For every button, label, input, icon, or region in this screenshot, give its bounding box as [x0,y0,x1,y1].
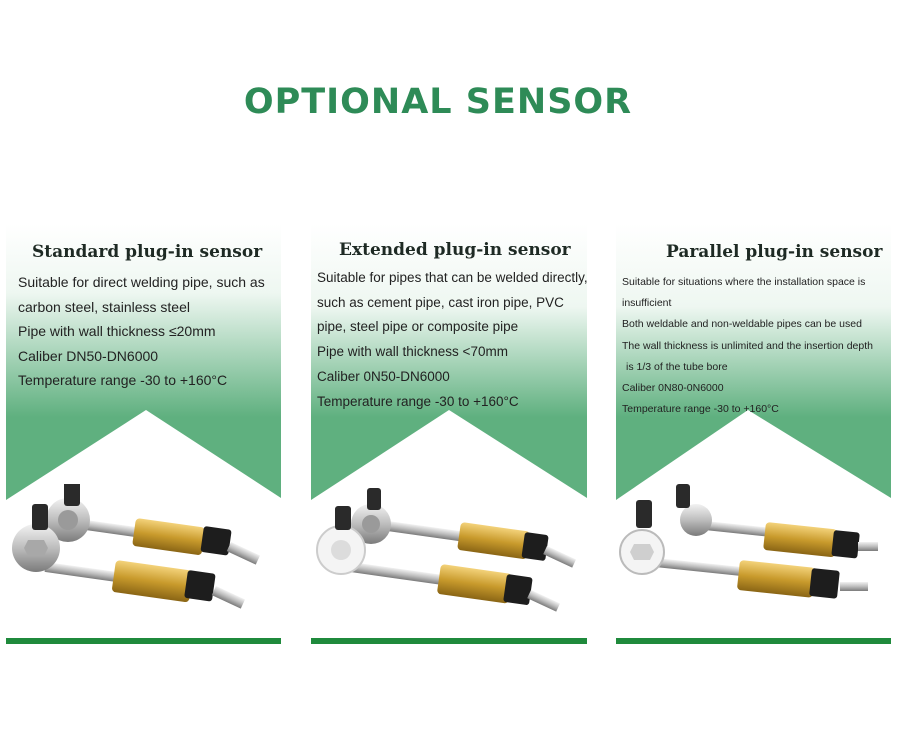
card-line: such as cement pipe, cast iron pipe, PVC [317,294,564,310]
card-line: pipe, steel pipe or composite pipe [317,319,519,335]
card-title: Parallel plug-in sensor [666,242,883,262]
card-description: Suitable for situations where the instal… [622,272,873,420]
card-line: Suitable for situations where the instal… [622,276,866,288]
sensor-card-parallel: Parallel plug-in sensor Suitable for sit… [616,224,891,644]
card-line: Pipe with wall thickness ≤20mm [18,323,216,339]
card-line: Suitable for direct welding pipe, such a… [18,274,265,290]
bottom-divider [616,638,891,644]
card-line: Temperature range -30 to +160°C [18,372,228,388]
card-line: is 1/3 of the tube bore [626,360,728,373]
pipe-sensor-pair-icon [619,484,878,599]
card-description: Suitable for direct welding pipe, such a… [18,270,265,393]
bottom-divider [6,638,281,644]
card-line: Caliber 0N80-0N6000 [622,382,724,395]
card-title: Standard plug-in sensor [32,242,263,262]
page-title: OPTIONAL SENSOR [243,82,633,122]
card-title: Extended plug-in sensor [339,240,571,260]
card-line: Temperature range -30 to +160°C [317,393,519,409]
card-background [6,224,281,500]
card-background [616,224,891,500]
card-line: Caliber DN50-DN6000 [18,347,159,364]
card-line: Caliber 0N50-DN6000 [317,368,450,384]
card-line: carbon steel, stainless steel [18,298,190,315]
card-background [311,224,587,500]
pipe-sensor-pair-icon [316,488,577,612]
bottom-divider [311,638,587,644]
card-line: Temperature range -30 to +160°C [622,403,779,416]
pipe-sensor-pair-icon [12,484,261,609]
card-line: insufficient [622,297,672,310]
card-line: Both weldable and non-weldable pipes can… [622,318,862,331]
card-description: Suitable for pipes that can be welded di… [317,266,587,414]
card-line: The wall thickness is unlimited and the … [622,339,873,352]
sensor-card-extended: Extended plug-in sensor Suitable for pip… [311,224,587,644]
card-line: Suitable for pipes that can be welded di… [317,270,587,285]
card-line: Pipe with wall thickness <70mm [317,344,508,360]
sensor-card-standard: Standard plug-in sensor Suitable for dir… [6,224,281,644]
